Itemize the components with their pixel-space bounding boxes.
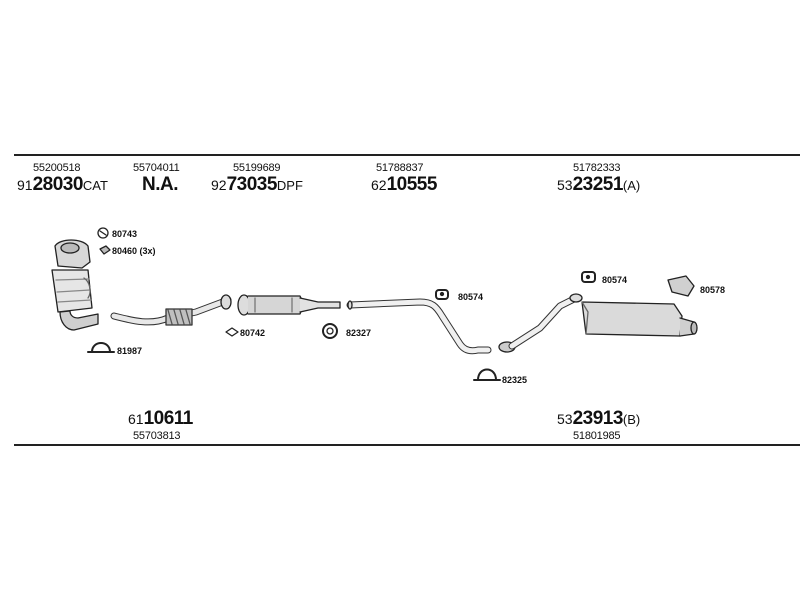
code-suffix: (B) bbox=[622, 412, 641, 427]
code-suffix: (A) bbox=[622, 178, 641, 193]
callout-82327: 82327 bbox=[346, 328, 372, 338]
callout-80578: 80578 bbox=[700, 285, 726, 295]
code-main: 28030 bbox=[32, 174, 84, 195]
part-code-front-pipe: 6110611 bbox=[128, 408, 193, 431]
code-prefix: 53 bbox=[557, 177, 573, 193]
ring-80743-illustration bbox=[97, 227, 109, 239]
callout-82325: 82325 bbox=[502, 375, 528, 385]
part-number-bottom-1: 55703813 bbox=[133, 430, 181, 442]
part-number-top-1: 55200518 bbox=[33, 162, 81, 174]
hanger-80574-mid-illustration bbox=[435, 289, 449, 300]
hanger-80574-rear-illustration bbox=[581, 271, 596, 283]
callout-80743: 80743 bbox=[112, 229, 138, 239]
code-suffix: DPF bbox=[276, 178, 303, 193]
part-number-bottom-2: 51801985 bbox=[573, 430, 621, 442]
bottom-divider-line bbox=[14, 444, 800, 446]
clamp-82325-illustration bbox=[473, 368, 501, 381]
code-prefix: 91 bbox=[17, 177, 33, 193]
callout-80742: 80742 bbox=[240, 328, 266, 338]
part-code-catalyst: 9128030CAT bbox=[17, 174, 108, 197]
code-prefix: 92 bbox=[211, 177, 227, 193]
code-main: N.A. bbox=[142, 174, 179, 195]
part-number-top-4: 51788837 bbox=[376, 162, 424, 174]
middle-pipe-illustration bbox=[346, 298, 492, 355]
part-number-top-3: 55199689 bbox=[233, 162, 281, 174]
front-pipe-illustration bbox=[110, 294, 232, 326]
code-prefix: 61 bbox=[128, 411, 144, 427]
code-prefix: 62 bbox=[371, 177, 387, 193]
code-main: 10555 bbox=[386, 174, 438, 195]
catalytic-converter-illustration bbox=[51, 239, 99, 331]
code-main: 23251 bbox=[572, 174, 624, 195]
code-suffix: CAT bbox=[82, 178, 108, 193]
part-code-middle-pipe: 6210555 bbox=[371, 174, 437, 197]
code-main: 73035 bbox=[226, 174, 278, 195]
top-divider-line bbox=[14, 154, 800, 156]
heat-shield-80578-illustration bbox=[667, 275, 695, 297]
part-code-na: N.A. bbox=[142, 174, 179, 197]
dpf-illustration bbox=[237, 294, 341, 316]
part-code-dpf: 9273035DPF bbox=[211, 174, 303, 197]
clamp-81987-illustration bbox=[87, 342, 115, 353]
code-main: 10611 bbox=[143, 408, 194, 429]
gasket-80742-illustration bbox=[225, 327, 239, 337]
callout-80574-mid: 80574 bbox=[458, 292, 484, 302]
callout-80460: 80460 (3x) bbox=[112, 246, 156, 256]
code-prefix: 53 bbox=[557, 411, 573, 427]
part-code-rear-silencer-a: 5323251(A) bbox=[557, 174, 640, 197]
code-main: 23913 bbox=[572, 408, 624, 429]
part-number-top-2: 55704011 bbox=[133, 162, 180, 174]
callout-80574-rear: 80574 bbox=[602, 275, 628, 285]
rear-silencer-illustration bbox=[498, 293, 698, 353]
part-code-rear-silencer-b: 5323913(B) bbox=[557, 408, 640, 431]
nut-80460-illustration bbox=[99, 245, 111, 255]
callout-81987: 81987 bbox=[117, 346, 143, 356]
ring-82327-illustration bbox=[322, 323, 338, 339]
part-number-top-5: 51782333 bbox=[573, 162, 621, 174]
